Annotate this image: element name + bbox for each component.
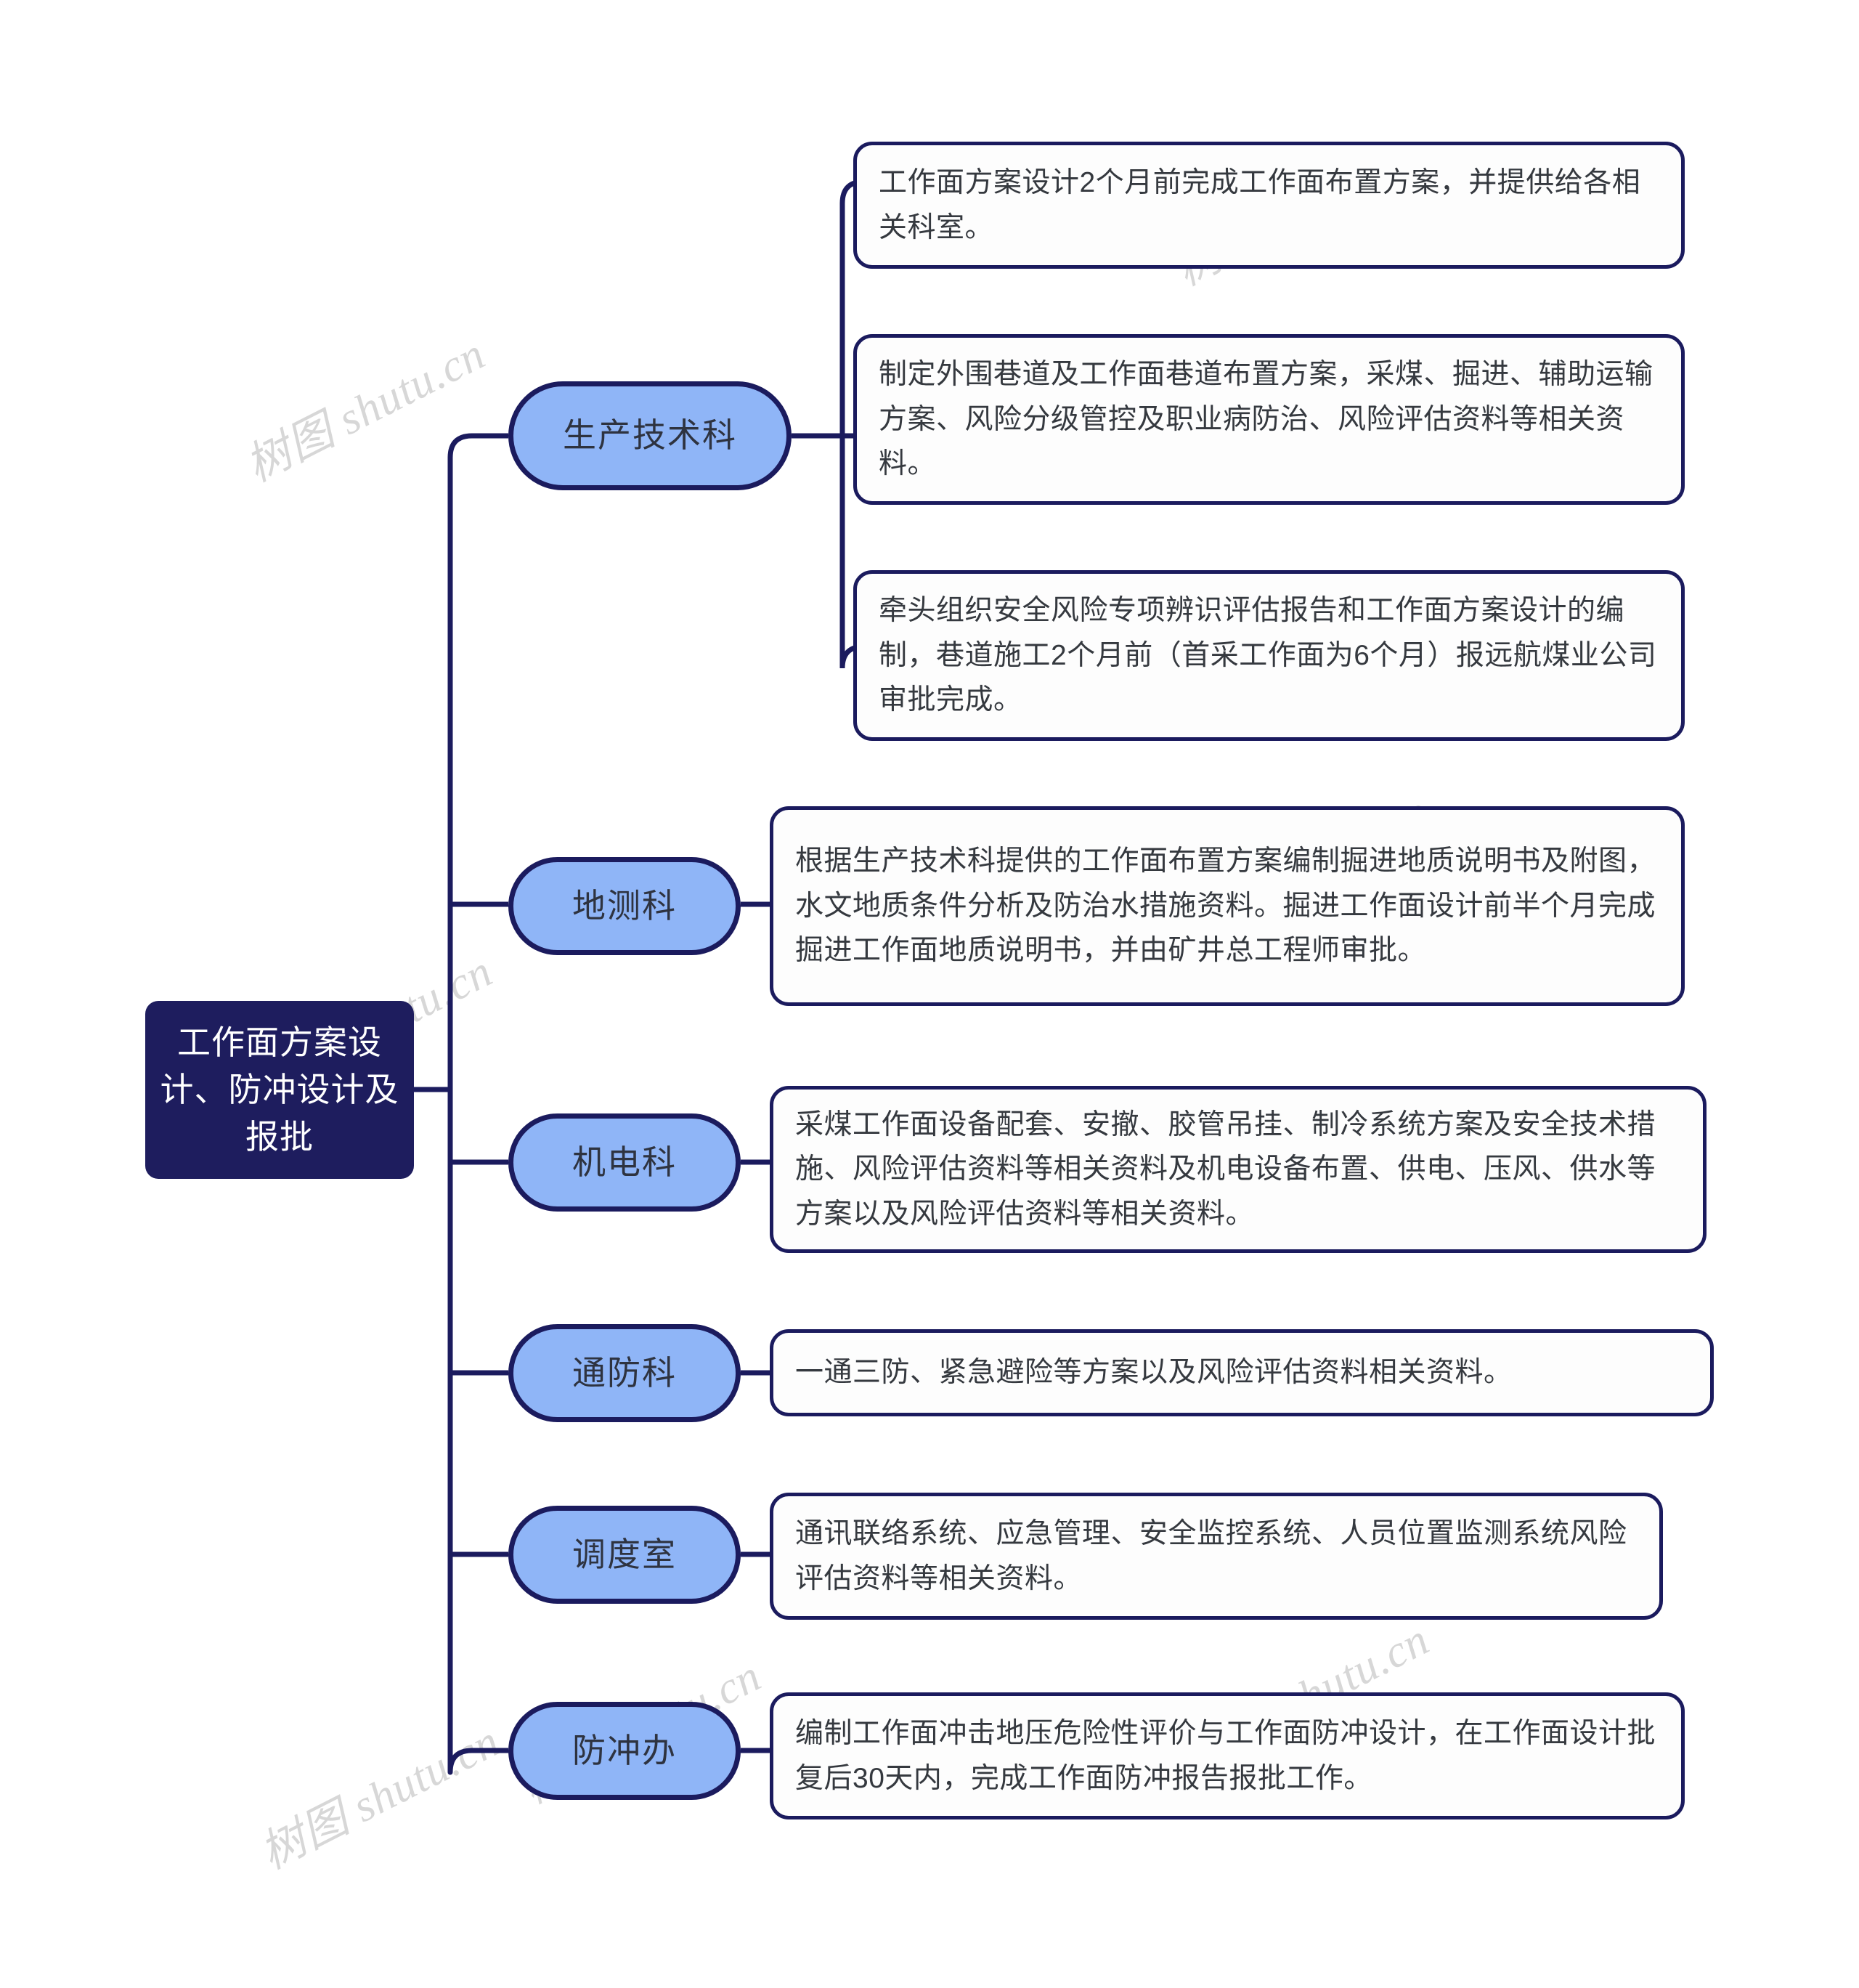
branch-node-dispatch-room[interactable]: 调度室 [508, 1506, 741, 1604]
root-node[interactable]: 工作面方案设计、防冲设计及报批 [145, 1001, 414, 1179]
leaf-node-ventilation-prevention-1[interactable]: 一通三防、紧急避险等方案以及风险评估资料相关资料。 [770, 1329, 1714, 1416]
branch-node-ventilation-prevention[interactable]: 通防科 [508, 1324, 741, 1422]
leaf-node-text: 编制工作面冲击地压危险性评价与工作面防冲设计，在工作面设计批复后30天内，完成工… [795, 1717, 1656, 1794]
branch-node-label: 调度室 [572, 1535, 677, 1573]
leaf-node-production-tech-2[interactable]: 制定外围巷道及工作面巷道布置方案，采煤、掘进、辅助运输方案、风险分级管控及职业病… [853, 334, 1685, 505]
watermark: 树图 shutu.cn [238, 329, 493, 492]
watermark: 树图 shutu.cn [253, 1716, 508, 1879]
branch-node-label: 地测科 [572, 886, 677, 925]
branch-node-production-tech[interactable]: 生产技术科 [508, 381, 792, 490]
branch-node-label: 生产技术科 [563, 416, 737, 455]
leaf-node-text: 采煤工作面设备配套、安撤、胶管吊挂、制冷系统方案及安全技术措施、风险评估资料等相… [795, 1108, 1656, 1230]
leaf-node-production-tech-3[interactable]: 牵头组织安全风险专项辨识评估报告和工作面方案设计的编制，巷道施工2个月前（首采工… [853, 570, 1685, 741]
branch-node-label: 防冲办 [572, 1731, 677, 1769]
leaf-node-text: 牵头组织安全风险专项辨识评估报告和工作面方案设计的编制，巷道施工2个月前（首采工… [879, 595, 1657, 716]
branch-node-label: 通防科 [572, 1353, 677, 1392]
wire-spine-to-branch-1 [447, 433, 508, 458]
leaf-node-text: 工作面方案设计2个月前完成工作面布置方案，并提供给各相关科室。 [879, 166, 1641, 243]
leaf-node-production-tech-1[interactable]: 工作面方案设计2个月前完成工作面布置方案，并提供给各相关科室。 [853, 142, 1685, 269]
wire-spine-to-branch-6 [447, 1748, 508, 1773]
branch-node-burst-prevention-office[interactable]: 防冲办 [508, 1702, 741, 1800]
leaf-node-text: 根据生产技术科提供的工作面布置方案编制掘进地质说明书及附图，水文地质条件分析及防… [795, 845, 1656, 967]
leaf-node-burst-prevention-office-1[interactable]: 编制工作面冲击地压危险性评价与工作面防冲设计，在工作面设计批复后30天内，完成工… [770, 1692, 1685, 1819]
leaf-node-text: 一通三防、紧急避险等方案以及风险评估资料相关资料。 [795, 1357, 1513, 1389]
leaf-node-mechanical-electrical-1[interactable]: 采煤工作面设备配套、安撤、胶管吊挂、制冷系统方案及安全技术措施、风险评估资料等相… [770, 1086, 1707, 1253]
branch-node-geological-survey[interactable]: 地测科 [508, 857, 741, 955]
leaf-node-text: 制定外围巷道及工作面巷道布置方案，采煤、掘进、辅助运输方案、风险分级管控及职业病… [879, 359, 1653, 480]
leaf-node-geological-survey-1[interactable]: 根据生产技术科提供的工作面布置方案编制掘进地质说明书及附图，水文地质条件分析及防… [770, 806, 1685, 1006]
leaf-node-text: 通讯联络系统、应急管理、安全监控系统、人员位置监测系统风险评估资料等相关资料。 [795, 1517, 1627, 1594]
branch-node-label: 机电科 [572, 1143, 677, 1181]
root-node-label: 工作面方案设计、防冲设计及报批 [160, 1023, 399, 1156]
branch-node-mechanical-electrical[interactable]: 机电科 [508, 1113, 741, 1212]
leaf-node-dispatch-room-1[interactable]: 通讯联络系统、应急管理、安全监控系统、人员位置监测系统风险评估资料等相关资料。 [770, 1493, 1663, 1620]
